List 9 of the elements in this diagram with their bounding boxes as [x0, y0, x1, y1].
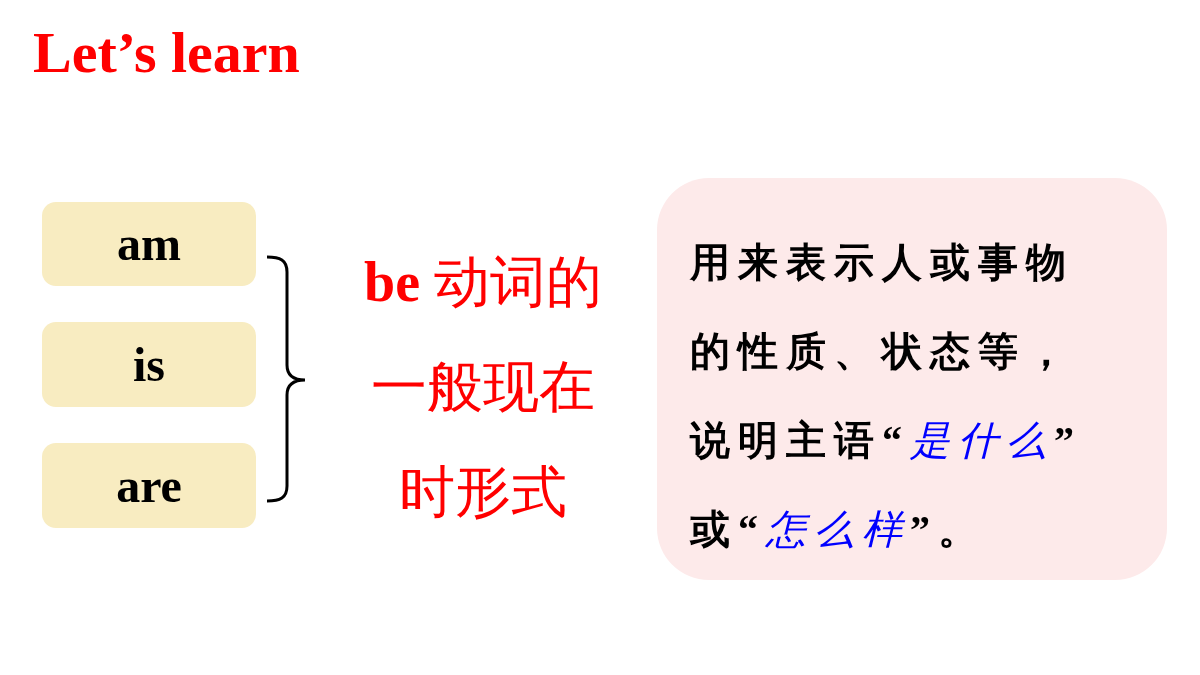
word-card [42, 322, 256, 407]
verb-word: are [116, 457, 182, 514]
description-text: 用来表示人或事物的性质、状态等，说明主语“是什么”或“怎么样”。 [690, 239, 1083, 554]
verb-word: am [117, 216, 181, 272]
verb-word: is [133, 336, 165, 393]
verb-form-label: be 动词的一般现在时形式 [363, 250, 603, 525]
word-card [42, 443, 256, 528]
word-card [42, 202, 256, 286]
lesson-title: Let’s learn [33, 20, 300, 86]
